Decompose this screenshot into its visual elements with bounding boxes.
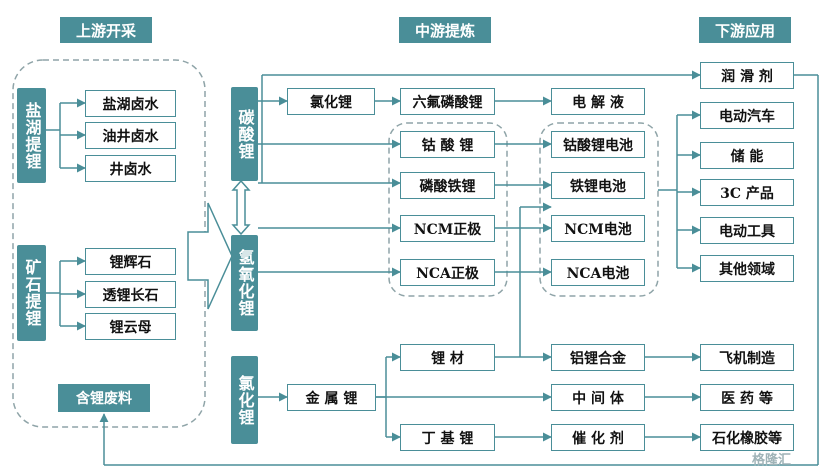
spodumene: 锂辉石 — [85, 248, 176, 275]
nca-cathode: NCA正极 — [400, 259, 495, 286]
header-midstream: 中游提炼 — [399, 17, 491, 43]
header-upstream: 上游开采 — [60, 17, 152, 43]
power-tools: 电动工具 — [700, 217, 794, 244]
lithium-hexafluorophosphate: 六氟磷酸锂 — [400, 88, 495, 115]
lithium-iron-phosphate: 磷酸铁锂 — [400, 172, 495, 199]
lco-battery: 钴酸锂电池 — [551, 131, 645, 158]
aircraft-manufacturing: 飞机制造 — [700, 344, 794, 371]
nca-battery: NCA电池 — [551, 259, 645, 286]
lepidolite: 锂云母 — [85, 313, 176, 340]
3c-products: 3C 产品 — [700, 179, 794, 206]
petalite: 透锂长石 — [85, 281, 176, 308]
lithium-carbonate: 碳酸锂 — [231, 87, 258, 181]
intermediate: 中 间 体 — [551, 384, 645, 411]
salt-lake-brine: 盐湖卤水 — [85, 90, 176, 117]
metal-lithium: 金 属 锂 — [287, 384, 376, 411]
other-fields: 其他领域 — [700, 255, 794, 282]
electrolyte: 电 解 液 — [551, 88, 645, 115]
lithium-hydroxide: 氢氧化锂 — [231, 235, 258, 331]
ore-extraction: 矿石提锂 — [17, 245, 46, 341]
lithium-cobalt-oxide: 钴 酸 锂 — [400, 131, 495, 158]
lithium-chloride-source: 氯化锂 — [231, 356, 258, 444]
lfp-battery: 铁锂电池 — [551, 172, 645, 199]
aluminum-lithium-alloy: 铝锂合金 — [551, 344, 645, 371]
big-flow-arrow — [187, 202, 233, 310]
lithium-chloride: 氯化锂 — [287, 88, 375, 115]
salt-lake-extraction: 盐湖提锂 — [17, 88, 46, 183]
petrochemical-rubber: 石化橡胶等 — [700, 424, 794, 451]
energy-storage: 储 能 — [700, 142, 794, 169]
battery-frame — [539, 122, 659, 297]
medicine: 医 药 等 — [700, 384, 794, 411]
well-brine: 井卤水 — [85, 155, 176, 182]
double-arrow — [231, 179, 251, 236]
lubricant: 润 滑 剂 — [700, 62, 794, 89]
lithium-material: 锂 材 — [400, 344, 495, 371]
cathode-frame — [388, 122, 508, 297]
ncm-cathode: NCM正极 — [400, 215, 495, 242]
oil-well-brine: 油井卤水 — [85, 122, 176, 149]
header-downstream: 下游应用 — [699, 17, 791, 43]
catalyst: 催 化 剂 — [551, 424, 645, 451]
butyl-lithium: 丁 基 锂 — [400, 424, 495, 451]
ncm-battery: NCM电池 — [551, 215, 645, 242]
lithium-waste: 含锂废料 — [58, 384, 150, 412]
watermark: 格隆汇 — [752, 453, 792, 468]
electric-vehicles: 电动汽车 — [700, 102, 794, 129]
